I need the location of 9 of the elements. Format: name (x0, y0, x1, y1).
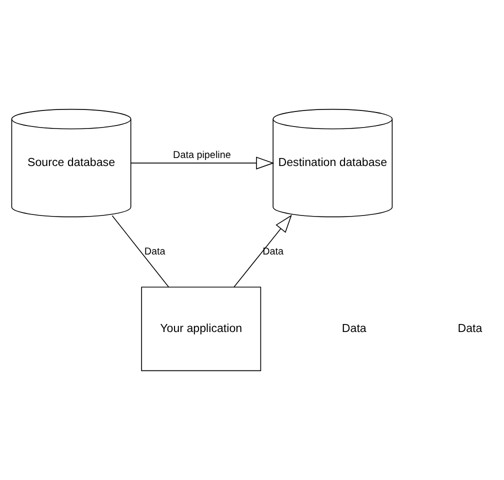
edge-label: Data pipeline (173, 150, 231, 161)
connector (112, 215, 170, 288)
label: Data (342, 322, 366, 335)
label: Data (458, 322, 482, 335)
edge-label: Data (144, 246, 166, 258)
arrow (234, 214, 292, 288)
arrow (130, 156, 274, 170)
edge-label: Data (262, 246, 284, 258)
node-box: Your application (141, 286, 262, 372)
